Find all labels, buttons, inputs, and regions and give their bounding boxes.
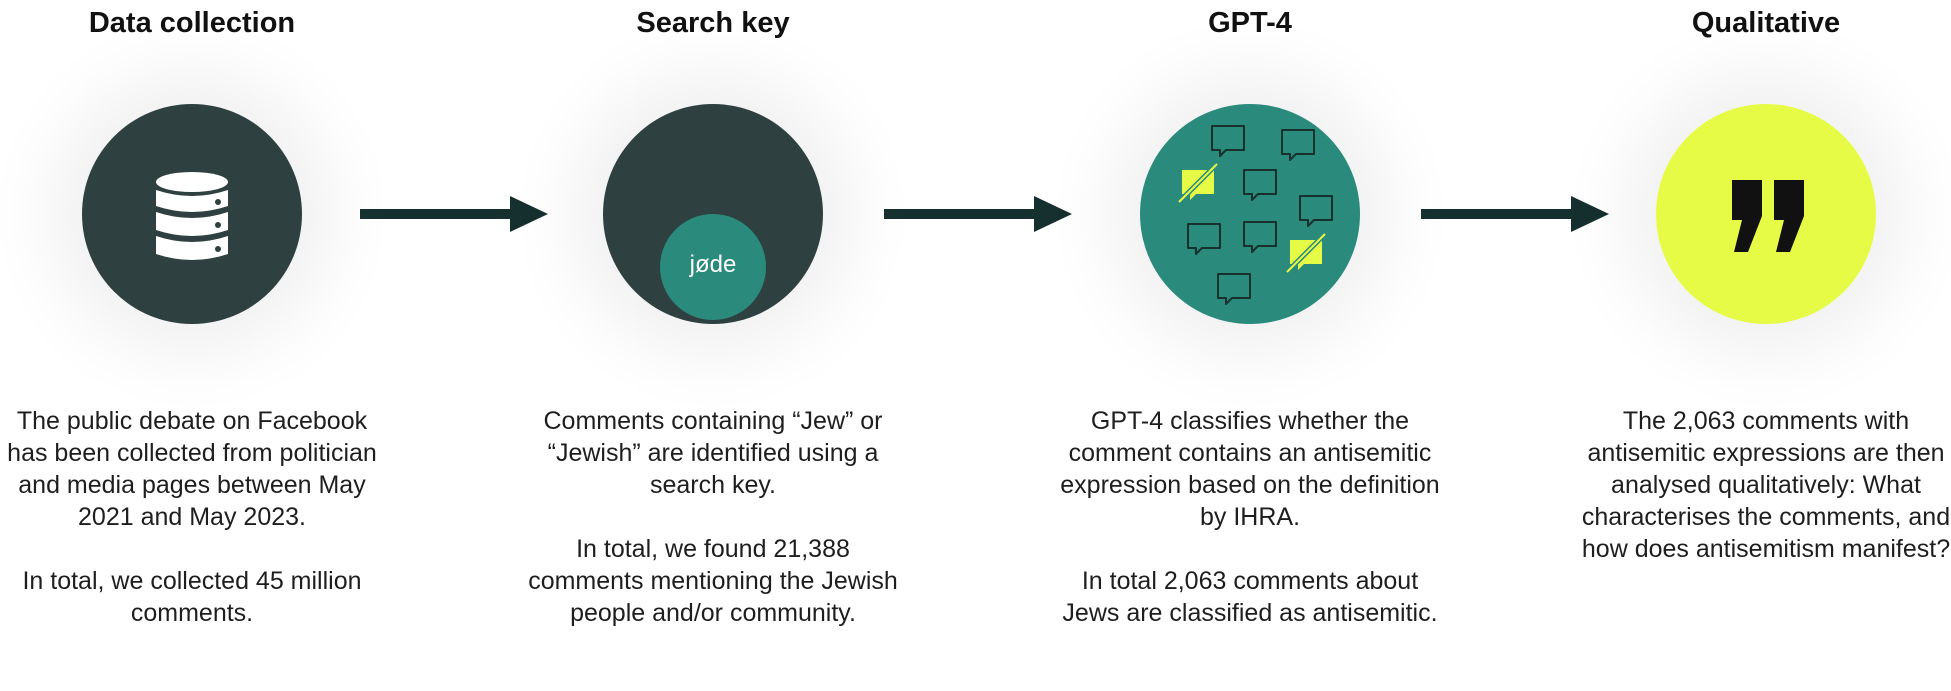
- step-description: Comments containing “Jew” or “Jewish” ar…: [523, 405, 903, 661]
- arrow-right-icon: [360, 196, 548, 232]
- description-paragraph: Comments containing “Jew” or “Jewish” ar…: [543, 407, 883, 499]
- quotation-mark-icon: [1732, 180, 1804, 252]
- circle-shadow: [1656, 104, 1876, 324]
- step-description: The public debate on Facebook has been c…: [2, 405, 382, 661]
- step-description: GPT-4 classifies whether the comment con…: [1060, 405, 1440, 661]
- description-paragraph: The 2,063 comments with antisemitic expr…: [1581, 407, 1951, 563]
- description-paragraph: The public debate on Facebook has been c…: [7, 407, 377, 531]
- circle-shadow: jøde: [603, 104, 823, 324]
- database-icon: [156, 172, 228, 260]
- arrow-right-icon: [1421, 196, 1609, 232]
- step-title: Data collection: [88, 7, 296, 39]
- data-collection-circle: [82, 104, 302, 324]
- search-term-badge: jøde: [660, 214, 766, 320]
- description-paragraph: In total, we collected 45 million commen…: [22, 567, 362, 627]
- description-paragraph: In total 2,063 comments about Jews are c…: [1062, 567, 1438, 627]
- gpt4-circle: [1140, 104, 1360, 324]
- search-key-circle: jøde: [603, 104, 823, 324]
- search-term-label: jøde: [689, 251, 737, 278]
- circle-shadow: [82, 104, 302, 324]
- description-paragraph: GPT-4 classifies whether the comment con…: [1060, 407, 1440, 531]
- qualitative-circle: [1656, 104, 1876, 324]
- step-data-collection: Data collection The public debate on Fac…: [2, 0, 382, 627]
- circle-shadow: [1140, 104, 1360, 324]
- step-qualitative: Qualitative The 2,063 comments with anti…: [1576, 0, 1951, 563]
- description-paragraph: In total, we found 21,388 comments menti…: [528, 535, 898, 627]
- step-title: Qualitative: [1691, 7, 1841, 39]
- speech-bubbles-icon: [1140, 125, 1333, 305]
- arrow-right-icon: [884, 196, 1072, 232]
- step-gpt4: GPT-4: [1060, 0, 1440, 627]
- step-description: The 2,063 comments with antisemitic expr…: [1576, 405, 1951, 597]
- step-title: GPT-4: [1208, 7, 1292, 39]
- step-search-key: Search key jøde Comments containing “Jew…: [523, 0, 903, 627]
- step-title: Search key: [636, 7, 790, 39]
